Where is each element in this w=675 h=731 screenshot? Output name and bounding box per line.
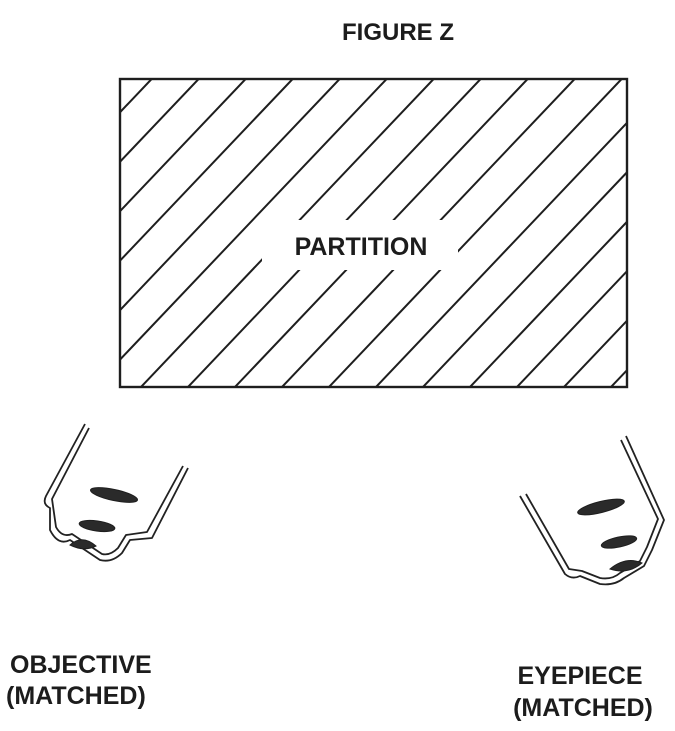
hatch-line — [120, 79, 341, 312]
hatch-line — [120, 79, 294, 263]
objective-lens-element-bottom — [69, 539, 97, 550]
eyepiece-lens-element-bottom — [608, 560, 643, 572]
eyepiece-housing-inner — [525, 439, 659, 580]
hatch-line — [120, 79, 247, 213]
objective-label-line2: (MATCHED) — [6, 682, 146, 710]
hatch-line — [658, 79, 675, 387]
eyepiece-lens-element-middle — [600, 535, 638, 549]
hatch-line — [563, 319, 627, 387]
hatch-line — [422, 170, 627, 387]
partition-label-mask — [262, 220, 458, 270]
hatch-line — [516, 269, 627, 387]
eyepiece-label-line1: EYEPIECE — [517, 662, 642, 690]
hatch-line — [120, 79, 200, 164]
hatch-line — [469, 220, 627, 387]
partition-label: PARTITION — [295, 233, 428, 261]
partition-outline — [118, 77, 629, 389]
eyepiece-lens-assembly — [519, 435, 665, 586]
objective-housing-outer — [43, 423, 189, 562]
objective-lens-element-top — [89, 487, 139, 503]
hatch-line — [120, 79, 388, 362]
eyepiece-label-line2: (MATCHED) — [513, 694, 653, 722]
partition-block: PARTITION — [0, 77, 675, 389]
objective-lens-element-middle — [78, 519, 116, 533]
hatch-line — [375, 121, 627, 387]
hatch-line — [0, 79, 105, 387]
figure-title: FIGURE Z — [342, 19, 454, 46]
partition-hatching — [0, 79, 675, 387]
eyepiece-housing-outer — [519, 435, 665, 586]
objective-lens-assembly — [43, 423, 189, 562]
eyepiece-lens-element-top — [577, 498, 625, 516]
hatch-line — [328, 79, 623, 387]
objective-housing-inner — [51, 427, 184, 556]
objective-label-line1: OBJECTIVE — [10, 651, 152, 679]
